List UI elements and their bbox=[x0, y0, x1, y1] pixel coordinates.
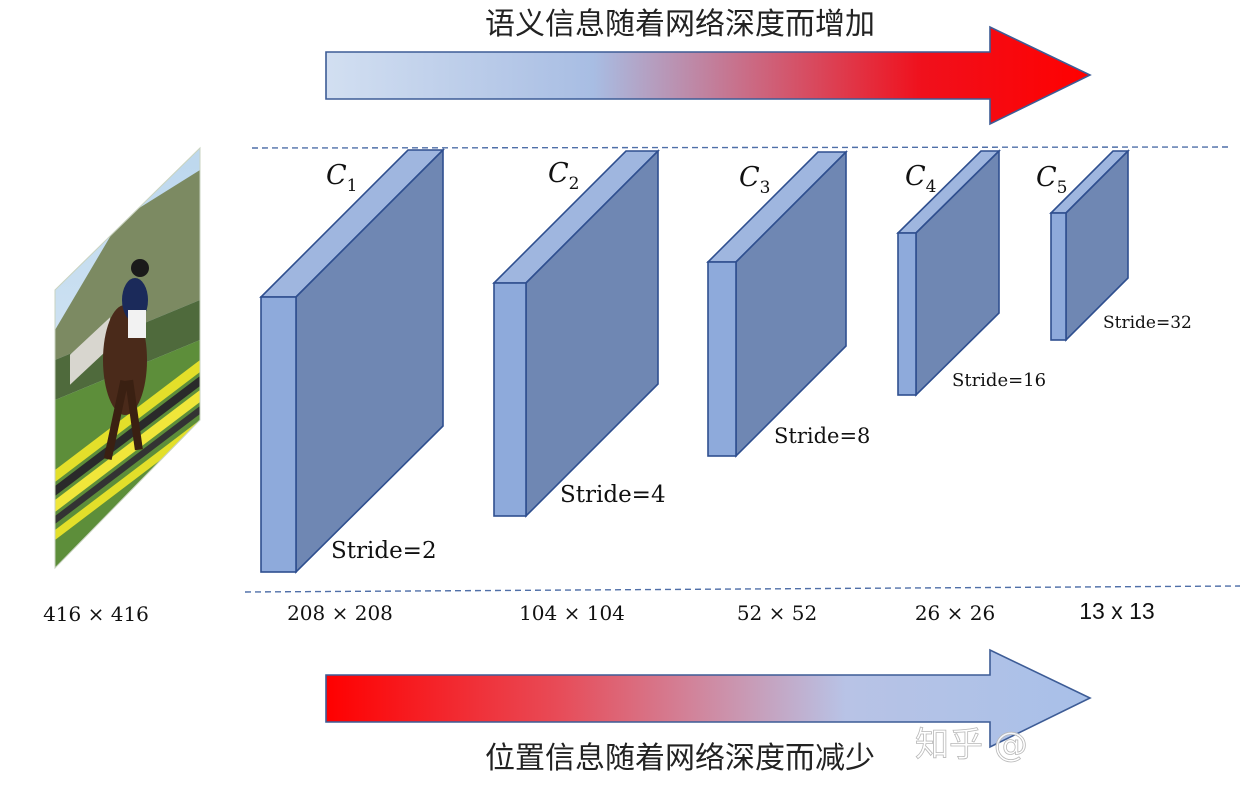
input-size-label: 416 × 416 bbox=[43, 602, 149, 626]
watermark: 知乎 @ bbox=[915, 725, 1028, 765]
feature-map-c1 bbox=[259, 148, 445, 574]
semantic-info-arrow bbox=[325, 25, 1092, 126]
layer-name-c3: C3 bbox=[739, 162, 771, 198]
input-image bbox=[55, 148, 200, 568]
position-info-arrow bbox=[325, 648, 1092, 749]
stride-label-c3: Stride=8 bbox=[774, 424, 870, 448]
stride-label-c5: Stride=32 bbox=[1103, 313, 1192, 333]
feature-map-c2 bbox=[492, 149, 660, 518]
layer-name-c1: C1 bbox=[326, 160, 358, 196]
feature-map-c5 bbox=[1049, 149, 1130, 342]
feature-map-c4 bbox=[896, 149, 1001, 397]
feature-map-c3 bbox=[706, 150, 848, 458]
bottom-dashed-line bbox=[244, 585, 1241, 593]
size-label-c4: 26 × 26 bbox=[915, 601, 995, 625]
semantic-info-label: 语义信息随着网络深度而增加 bbox=[485, 7, 875, 42]
layer-name-c5: C5 bbox=[1036, 162, 1068, 198]
layer-name-c2: C2 bbox=[548, 158, 580, 194]
size-label-c3: 52 × 52 bbox=[737, 601, 817, 625]
top-dashed-line bbox=[251, 146, 1231, 149]
stride-label-c4: Stride=16 bbox=[952, 370, 1046, 391]
size-label-c1: 208 × 208 bbox=[287, 601, 393, 625]
position-info-label: 位置信息随着网络深度而减少 bbox=[485, 741, 875, 776]
stride-label-c1: Stride=2 bbox=[331, 538, 437, 564]
stride-label-c2: Stride=4 bbox=[560, 482, 666, 508]
layer-name-c4: C4 bbox=[905, 161, 937, 197]
size-label-c5: 13 x 13 bbox=[1079, 598, 1154, 624]
size-label-c2: 104 × 104 bbox=[519, 601, 625, 625]
